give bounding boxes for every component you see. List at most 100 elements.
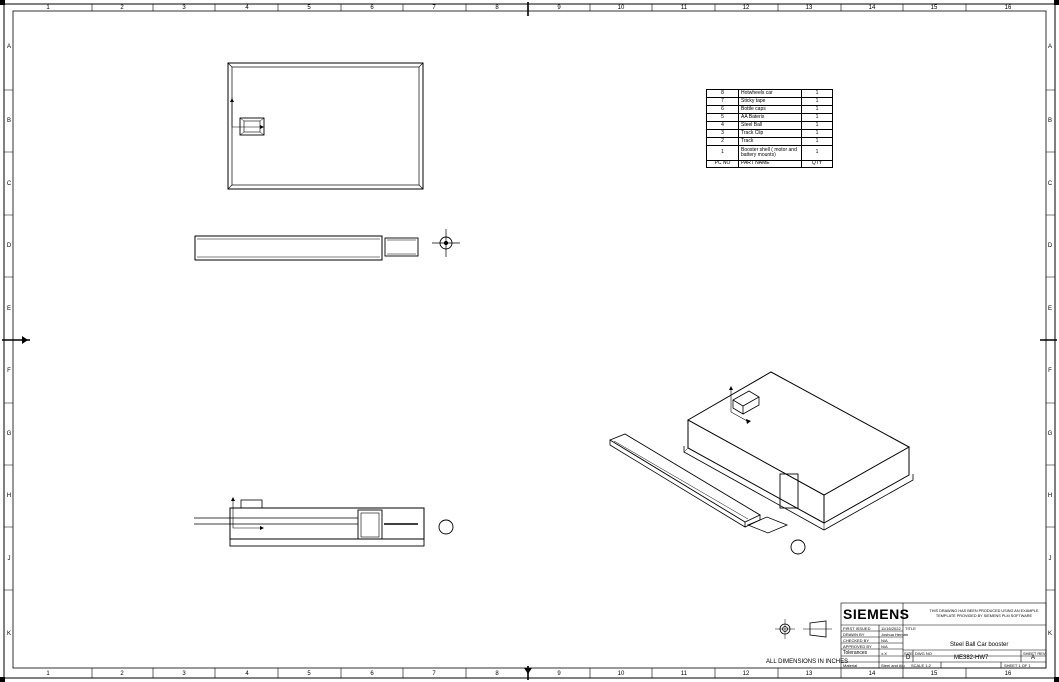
row-label-right: F xyxy=(1048,368,1052,374)
qty-cell: 1 xyxy=(801,113,833,122)
sheet-rev-value: A xyxy=(1031,655,1036,661)
sheet-rev-label: SHEET REV xyxy=(1023,651,1046,656)
column-label-bottom: 8 xyxy=(495,671,499,677)
sheet-count-text: SHEET 1 OF 1 xyxy=(1004,663,1031,668)
column-label-top: 16 xyxy=(1004,5,1012,11)
row-label-left: K xyxy=(6,631,11,637)
row-label-right: K xyxy=(1047,631,1052,637)
row-label-right: H xyxy=(1047,493,1053,499)
column-label-bottom: 2 xyxy=(120,671,124,677)
drawn-by-value: Joshua Hernan xyxy=(881,632,909,637)
top-view-datum-arrows xyxy=(230,98,264,129)
size-label: SIZE xyxy=(904,651,913,656)
column-label-bottom: 7 xyxy=(432,671,436,677)
column-label-bottom: 1 xyxy=(46,671,50,677)
material-label: Material xyxy=(843,663,858,668)
part-name-cell: Track xyxy=(738,137,802,146)
part-name-header: PART NAME xyxy=(738,160,802,168)
isometric-view xyxy=(608,371,914,555)
column-label-top: 6 xyxy=(370,5,374,11)
row-label-left: B xyxy=(6,118,11,124)
part-name-cell: Sticky tape xyxy=(738,97,802,106)
column-label-top: 11 xyxy=(680,5,688,11)
pc-no-cell: 8 xyxy=(706,89,739,98)
size-value: D xyxy=(906,655,911,661)
first-issued-label: FIRST ISSUED xyxy=(843,626,871,631)
qty-header: QTY xyxy=(801,160,833,168)
column-label-top: 15 xyxy=(930,5,938,11)
column-label-bottom: 5 xyxy=(307,671,311,677)
top-view xyxy=(227,62,424,190)
tolerances-value: ±.X xyxy=(881,651,887,656)
title-block-frame xyxy=(840,602,1047,669)
column-label-top: 10 xyxy=(617,5,625,11)
checked-by-value: N/A xyxy=(881,638,888,643)
pc-no-cell: 5 xyxy=(706,113,739,122)
row-label-left: H xyxy=(6,493,12,499)
approved-by-value: N/A xyxy=(881,644,888,649)
qty-cell: 1 xyxy=(801,105,833,114)
row-label-right: J xyxy=(1048,556,1052,562)
qty-cell: 1 xyxy=(801,137,833,146)
column-label-bottom: 9 xyxy=(557,671,561,677)
row-label-right: C xyxy=(1047,181,1053,187)
siemens-logo: SIEMENS xyxy=(843,606,910,622)
pc-no-cell: 1 xyxy=(706,145,739,161)
part-name-cell: AA Bateris xyxy=(738,113,802,122)
qty-cell: 1 xyxy=(801,129,833,138)
column-label-bottom: 6 xyxy=(370,671,374,677)
part-name-cell: Steel Ball xyxy=(738,121,802,130)
row-label-right: G xyxy=(1047,431,1053,437)
drawn-by-label: DRAWN BY xyxy=(843,632,865,637)
row-label-right: A xyxy=(1047,44,1052,50)
scale-text: SCALE 1:2 xyxy=(911,663,931,668)
projection-symbol xyxy=(775,619,832,639)
qty-cell: 1 xyxy=(801,145,833,161)
parts-list-header: PC NO PART NAME QTY xyxy=(706,160,833,168)
row-label-left: A xyxy=(6,44,11,50)
approved-by-label: APPROVED BY xyxy=(843,644,872,649)
column-label-top: 8 xyxy=(495,5,499,11)
column-label-top: 4 xyxy=(245,5,249,11)
row-label-left: E xyxy=(6,306,11,312)
template-notice: THIS DRAWING HAS BEEN PRODUCED USING AN … xyxy=(929,609,1039,618)
row-label-right: D xyxy=(1047,243,1053,249)
column-label-bottom: 16 xyxy=(1004,671,1012,677)
column-label-top: 14 xyxy=(868,5,876,11)
column-label-bottom: 11 xyxy=(680,671,688,677)
front-view xyxy=(194,499,454,547)
column-label-top: 13 xyxy=(805,5,813,11)
column-label-top: 7 xyxy=(432,5,436,11)
pc-no-header: PC NO xyxy=(706,160,739,168)
title-label: TITLE xyxy=(905,626,916,631)
column-label-top: 12 xyxy=(742,5,750,11)
column-label-top: 3 xyxy=(182,5,186,11)
row-label-left: F xyxy=(7,368,11,374)
qty-cell: 1 xyxy=(801,97,833,106)
drawing-number: ME382-HW7 xyxy=(954,655,989,661)
qty-cell: 1 xyxy=(801,121,833,130)
row-label-left: G xyxy=(6,431,12,437)
dimensions-note: ALL DIMENSIONS IN INCHES xyxy=(766,659,849,665)
side-view xyxy=(194,235,419,261)
isometric-datum-arrows xyxy=(729,386,751,424)
column-label-bottom: 12 xyxy=(742,671,750,677)
column-label-bottom: 3 xyxy=(182,671,186,677)
tolerances-label: Tolerances xyxy=(843,650,868,656)
part-name-cell: Booster shell ( motor and battery mounts… xyxy=(738,145,802,161)
part-name-cell: Hotwheels car xyxy=(738,89,802,98)
pc-no-cell: 4 xyxy=(706,121,739,130)
part-name-cell: Track Clip xyxy=(738,129,802,138)
